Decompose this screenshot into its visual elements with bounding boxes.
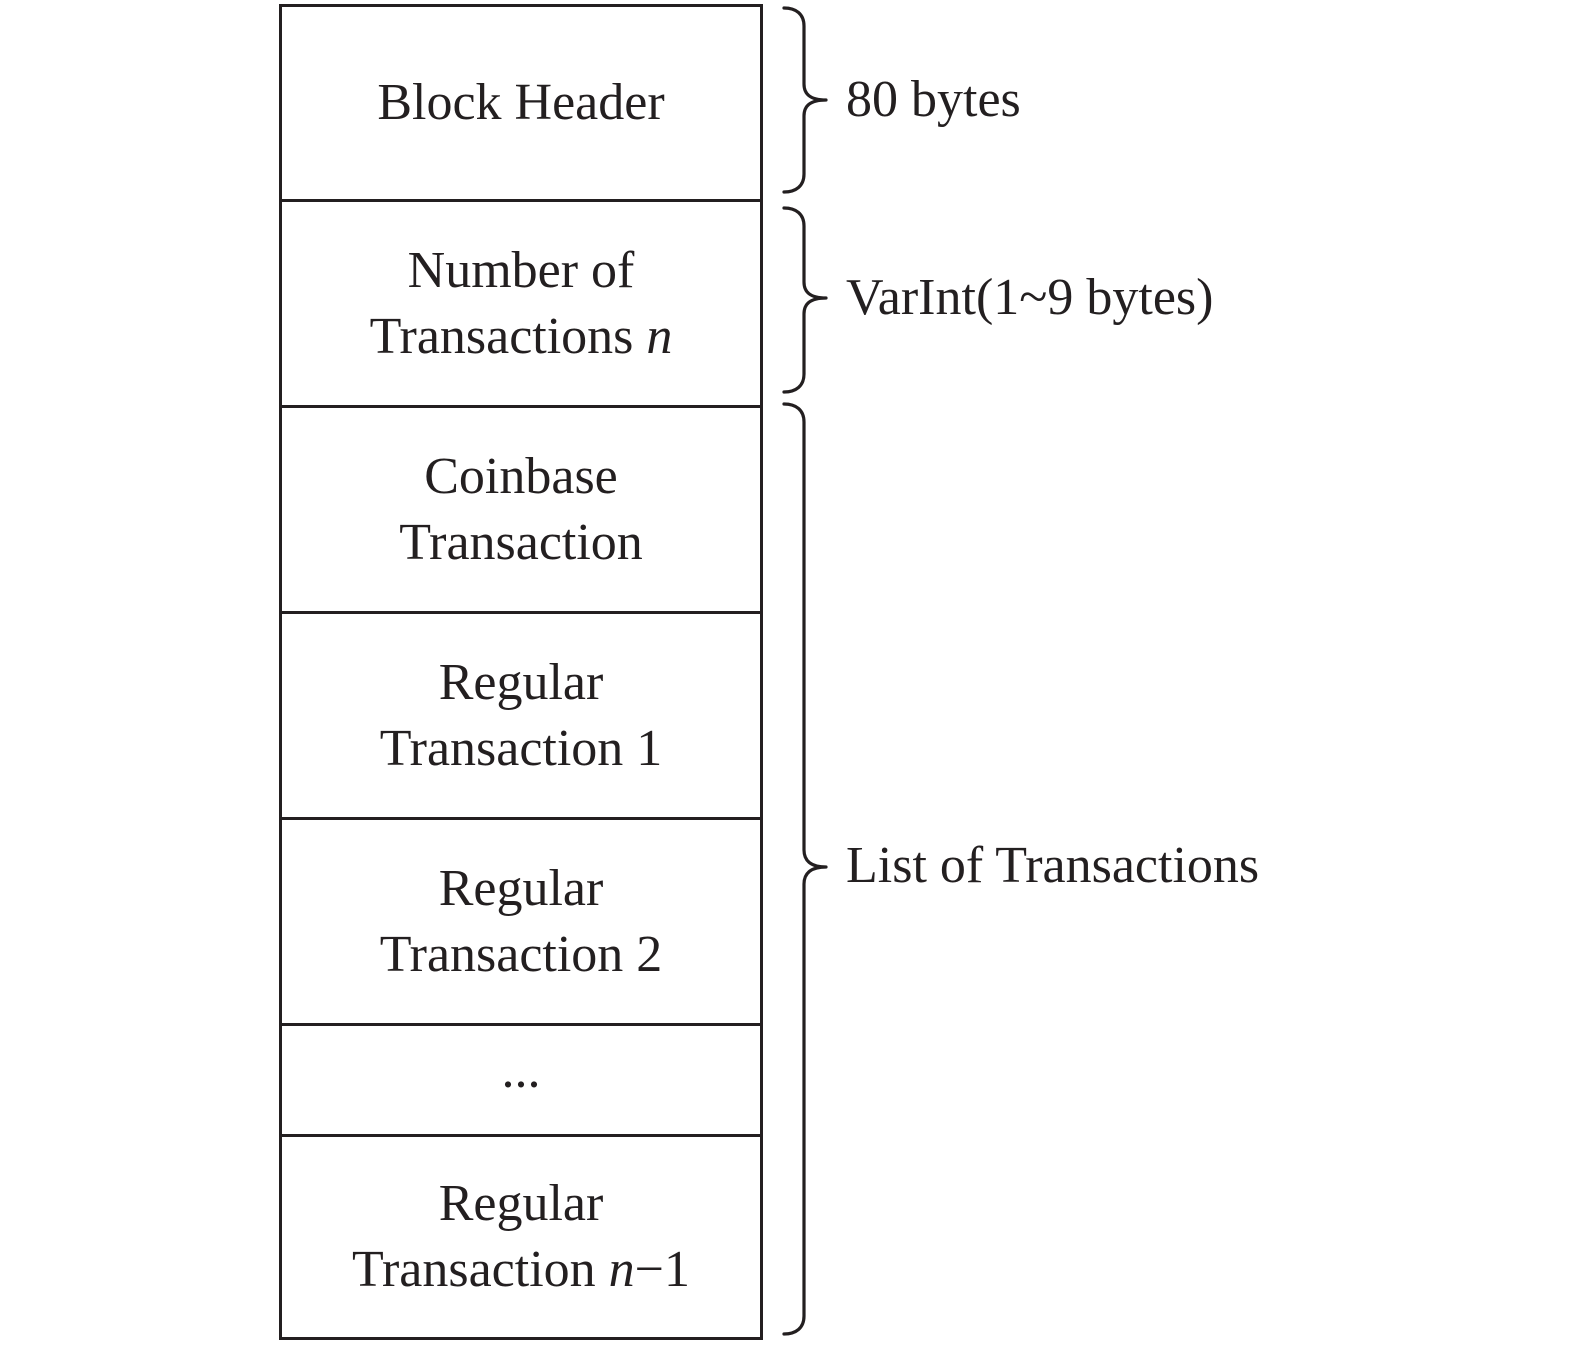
regular-tx1-label-line2: Transaction 1 [379,719,663,777]
variable-n: n [608,1241,635,1298]
regular-transaction-1-cell: Regular Transaction 1 [282,614,760,820]
regular-tx2-label-line2: Transaction 2 [379,925,663,983]
block-header-cell: Block Header [282,7,760,202]
variable-n: n [646,307,673,365]
count-brace [782,206,828,394]
coinbase-label-line1: Coinbase [424,447,618,505]
block-header-label: Block Header [377,74,665,131]
regular-tx2-label-line1: Regular [438,859,604,917]
regular-txn-label-line2: Transaction n−1 [352,1241,690,1298]
transaction-count-label-line1: Number of [407,241,635,299]
transaction-list-label: List of Transactions [846,837,1260,894]
transactions-brace [782,402,828,1336]
count-size-label: VarInt(1~9 bytes) [846,269,1214,326]
header-brace [782,6,828,194]
header-size-label: 80 bytes [846,71,1021,128]
ellipsis-cell: ... [282,1026,760,1137]
coinbase-transaction-cell: Coinbase Transaction [282,408,760,614]
regular-transaction-n-minus-1-cell: Regular Transaction n−1 [282,1137,760,1337]
block-structure-stack: Block Header Number of Transactions n Co… [279,4,763,1340]
regular-transaction-2-cell: Regular Transaction 2 [282,820,760,1026]
coinbase-label-line2: Transaction [399,513,643,571]
regular-txn-label-line1: Regular [438,1175,604,1232]
transaction-count-cell: Number of Transactions n [282,202,760,408]
ellipsis-label: ... [501,1042,541,1099]
transaction-count-label-line2: Transactions n [369,307,673,365]
regular-tx1-label-line1: Regular [438,653,604,711]
